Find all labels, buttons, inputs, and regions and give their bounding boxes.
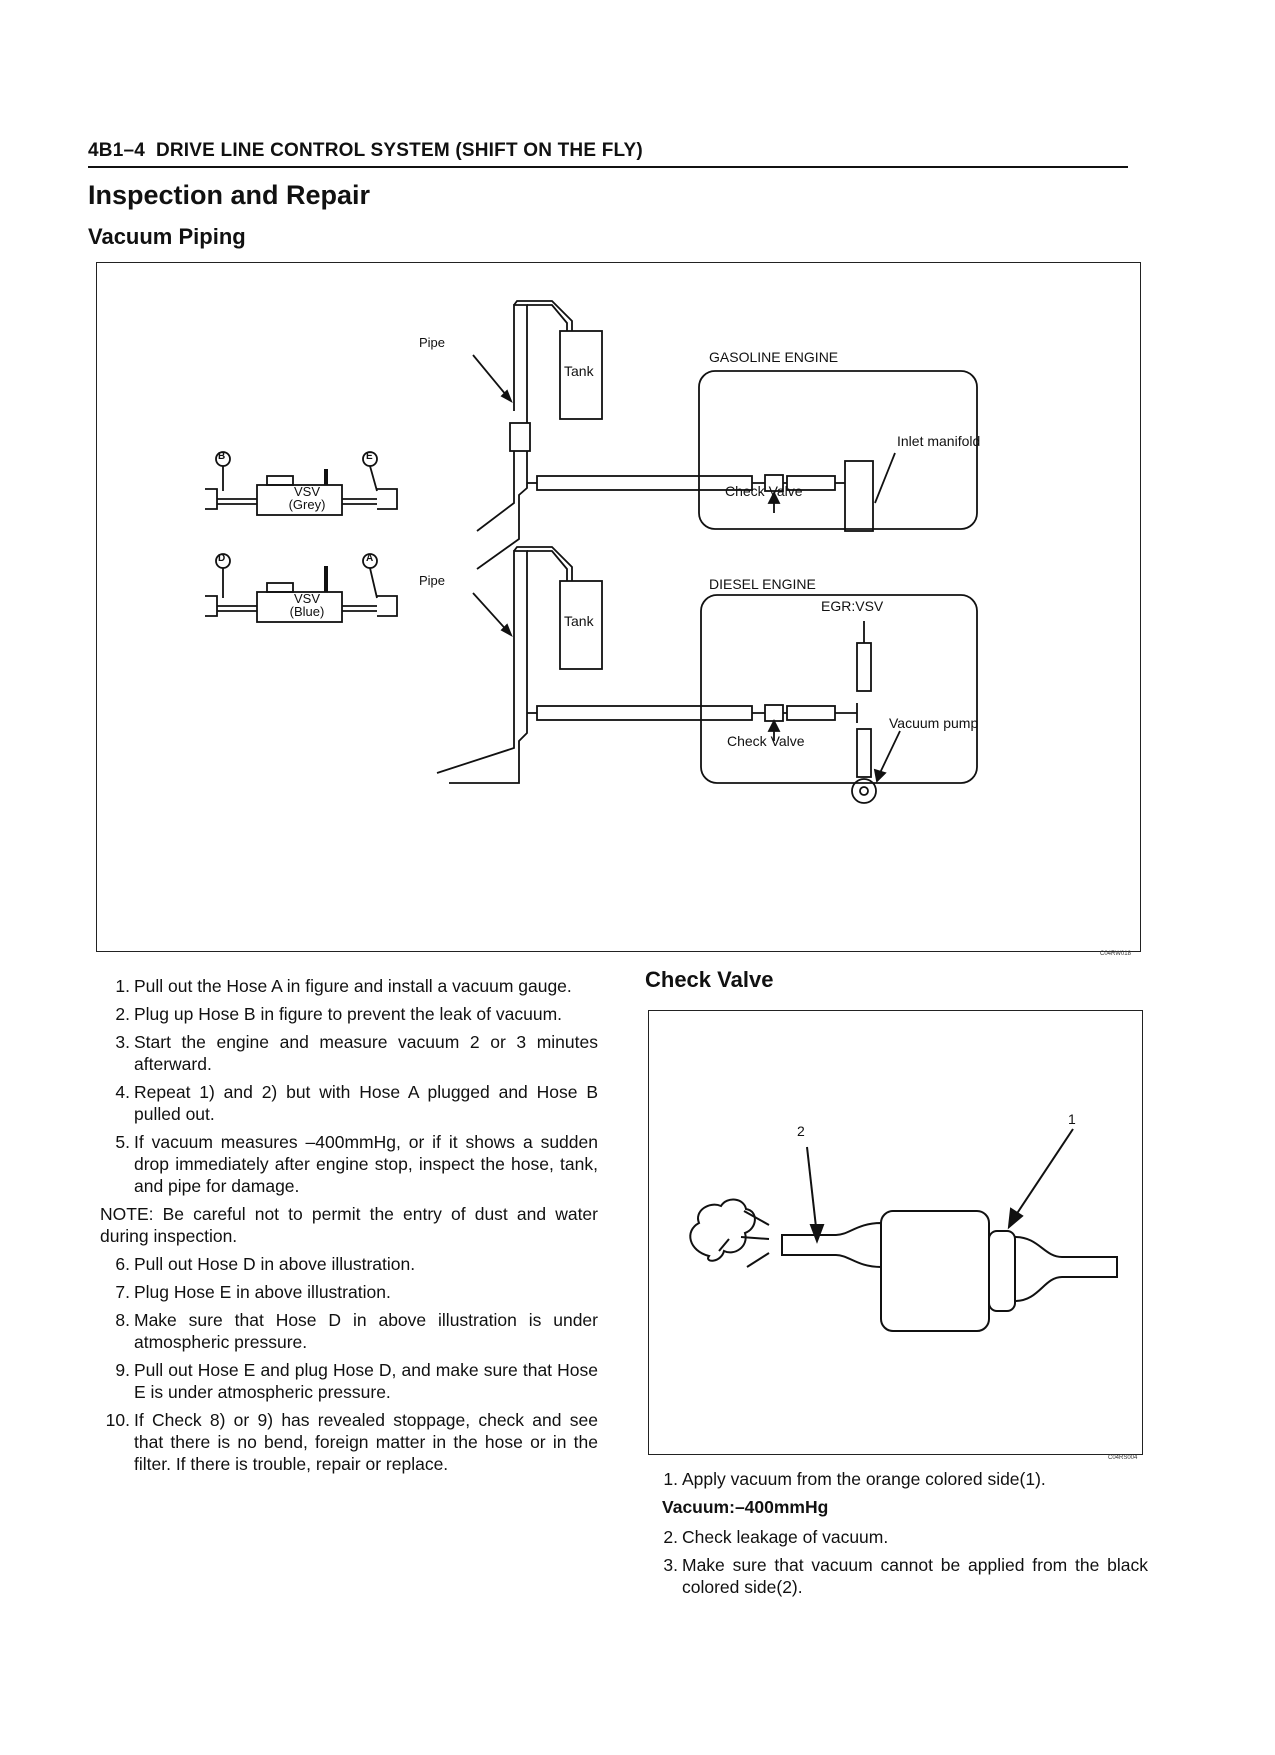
inlet-manifold xyxy=(844,460,874,532)
label-vsv-blue-2: (Blue) xyxy=(289,604,325,619)
pipe-line-bottom xyxy=(513,550,528,683)
step-number: 9. xyxy=(115,1360,130,1380)
label-check-valve-top: Check Valve xyxy=(725,483,803,499)
cv-step-3-text: Make sure that vacuum cannot be applied … xyxy=(682,1555,1148,1597)
section-number: 4B1–4 xyxy=(88,140,145,161)
label-vsv-grey-2: (Grey) xyxy=(288,497,326,512)
step-number: 3. xyxy=(115,1032,130,1052)
vacuum-pump-hose xyxy=(856,728,872,778)
cv-step-2: 2. Check leakage of vacuum. xyxy=(648,1526,1148,1548)
label-vsv-grey-1: VSV xyxy=(293,484,320,499)
step-text: Pull out Hose D in above illustration. xyxy=(134,1254,416,1274)
label-check-valve-bottom: Check Valve xyxy=(727,733,805,749)
hose-diesel-1 xyxy=(536,705,753,721)
cv-step-2-text: Check leakage of vacuum. xyxy=(682,1527,889,1547)
label-inlet-manifold: Inlet manifold xyxy=(897,433,981,449)
step-text: Pull out Hose E and plug Hose D, and mak… xyxy=(134,1360,598,1402)
cv-step-2-num: 2. xyxy=(663,1527,678,1547)
step-text: Repeat 1) and 2) but with Hose A plugged… xyxy=(134,1082,598,1124)
step-number: 8. xyxy=(115,1310,130,1330)
step-item: 10.If Check 8) or 9) has revealed stoppa… xyxy=(100,1409,598,1475)
cv-step-1-num: 1. xyxy=(663,1469,678,1489)
check-valve-label-1: 1 xyxy=(1068,1111,1076,1127)
step-text: If vacuum measures –400mmHg, or if it sh… xyxy=(134,1132,598,1196)
vacuum-pump-icon xyxy=(851,778,877,804)
check-valve-bottom-part xyxy=(764,704,784,722)
step-item: 7.Plug Hose E in above illustration. xyxy=(100,1281,598,1303)
check-valve-steps: 1. Apply vacuum from the orange colored … xyxy=(648,1468,1148,1604)
subheading-vacuum-piping: Vacuum Piping xyxy=(88,224,246,249)
check-valve-label-2: 2 xyxy=(797,1123,805,1139)
note-text: NOTE: Be careful not to permit the entry… xyxy=(100,1204,598,1246)
step-number: 7. xyxy=(115,1282,130,1302)
label-hose-d: D xyxy=(218,553,226,564)
figure1-code: C04RW018 xyxy=(1100,951,1131,957)
check-valve-diagram xyxy=(689,1128,1118,1332)
step-number: 10. xyxy=(105,1410,130,1430)
label-vsv-blue: VSV (Blue) xyxy=(279,592,335,618)
label-pipe-bottom: Pipe xyxy=(419,573,446,588)
label-vsv-blue-1: VSV xyxy=(293,591,320,606)
page-header: 4B1–4 DRIVE LINE CONTROL SYSTEM (SHIFT O… xyxy=(88,140,1128,168)
step-text: If Check 8) or 9) has revealed stoppage,… xyxy=(134,1410,598,1474)
label-egr-vsv: EGR:VSV xyxy=(821,598,884,614)
step-item: 5.If vacuum measures –400mmHg, or if it … xyxy=(100,1131,598,1197)
vacuum-piping-diagram xyxy=(205,300,978,804)
step-item: 8.Make sure that Hose D in above illustr… xyxy=(100,1309,598,1353)
step-item: 4.Repeat 1) and 2) but with Hose A plugg… xyxy=(100,1081,598,1125)
label-vacuum-pump: Vacuum pump xyxy=(889,715,979,731)
diesel-engine-frame xyxy=(700,594,978,784)
cv-step-1-text: Apply vacuum from the orange colored sid… xyxy=(682,1469,1046,1489)
label-tank-bottom: Tank xyxy=(564,613,594,629)
label-hose-a: A xyxy=(366,553,374,564)
gasoline-engine-frame xyxy=(698,370,978,530)
cv-step-1: 1. Apply vacuum from the orange colored … xyxy=(648,1468,1148,1490)
step-text: Pull out the Hose A in figure and instal… xyxy=(134,976,572,996)
section-title: DRIVE LINE CONTROL SYSTEM (SHIFT ON THE … xyxy=(155,140,643,161)
step-text: Make sure that Hose D in above illustrat… xyxy=(134,1310,598,1352)
tank-bottom xyxy=(559,580,603,670)
label-tank-top: Tank xyxy=(564,363,594,379)
label-gasoline-engine: GASOLINE ENGINE xyxy=(709,349,839,365)
left-steps: 1.Pull out the Hose A in figure and inst… xyxy=(100,975,598,1481)
hose-gas-1 xyxy=(536,475,753,491)
label-diesel-engine: DIESEL ENGINE xyxy=(709,576,816,592)
step-number: 1. xyxy=(115,976,130,996)
subheading-check-valve: Check Valve xyxy=(645,967,774,992)
check-valve-figure: 2 1 xyxy=(648,1010,1143,1455)
cv-step-3-num: 3. xyxy=(663,1555,678,1575)
step-item: 2.Plug up Hose B in figure to prevent th… xyxy=(100,1003,598,1025)
step-item: 9.Pull out Hose E and plug Hose D, and m… xyxy=(100,1359,598,1403)
vacuum-piping-figure: Pipe Tank GASOLINE ENGINE Inlet manifold… xyxy=(96,262,1141,952)
step-item: 6.Pull out Hose D in above illustration. xyxy=(100,1253,598,1275)
hose-diesel-2 xyxy=(786,705,836,721)
cloud-icon xyxy=(689,1198,756,1262)
egr-vsv-hose xyxy=(856,642,872,692)
label-pipe-top: Pipe xyxy=(419,335,446,350)
tank-top xyxy=(559,330,603,420)
vsv-blue-body xyxy=(256,591,343,623)
check-valve-collar xyxy=(988,1230,1016,1312)
step-number: 2. xyxy=(115,1004,130,1024)
check-valve-body xyxy=(880,1210,990,1332)
step-item: 3.Start the engine and measure vacuum 2 … xyxy=(100,1031,598,1075)
step-text: Start the engine and measure vacuum 2 or… xyxy=(134,1032,598,1074)
label-hose-b: B xyxy=(218,451,226,462)
cv-step-3: 3. Make sure that vacuum cannot be appli… xyxy=(648,1554,1148,1598)
label-hose-e: E xyxy=(366,451,373,462)
vsv-grey-body xyxy=(256,484,343,516)
step-text: Plug Hose E in above illustration. xyxy=(134,1282,391,1302)
step-number: 4. xyxy=(115,1082,130,1102)
step-text: Plug up Hose B in figure to prevent the … xyxy=(134,1004,563,1024)
step-item: 1.Pull out the Hose A in figure and inst… xyxy=(100,975,598,997)
step-number: 6. xyxy=(115,1254,130,1274)
label-vsv-grey: VSV (Grey) xyxy=(279,485,335,511)
step-number: 5. xyxy=(115,1132,130,1152)
vacuum-spec: Vacuum:–400mmHg xyxy=(662,1497,829,1517)
pipe-line-top xyxy=(513,304,528,423)
pipe-joint-top xyxy=(509,422,531,452)
figure2-code: C04RS004 xyxy=(1108,1455,1138,1461)
page-title: Inspection and Repair xyxy=(88,180,371,210)
